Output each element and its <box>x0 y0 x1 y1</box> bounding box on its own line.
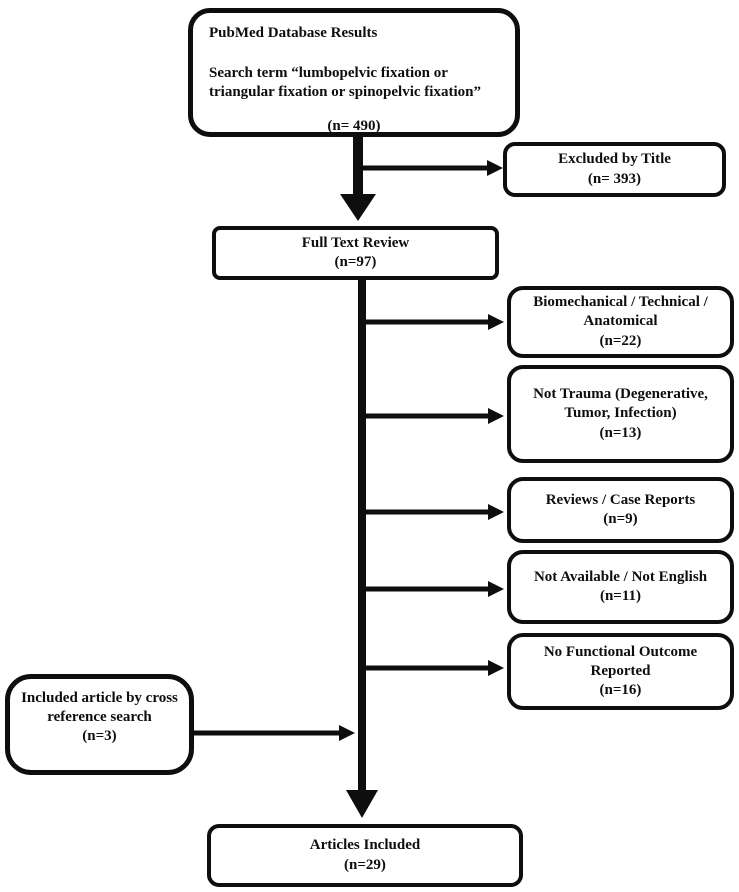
pubmed-results-box: PubMed Database Results Search term “lum… <box>188 8 520 137</box>
excluded-by-title-label: Excluded by Title <box>558 151 671 168</box>
arrow-pubmed-to-fulltext <box>340 136 376 221</box>
pubmed-title: PubMed Database Results <box>209 25 378 41</box>
arrow-branch-excluded-by-title <box>358 160 503 176</box>
biomechanical-label: Biomechanical / Technical / Anatomical <box>533 294 708 330</box>
biomechanical-box: Biomechanical / Technical / Anatomical (… <box>507 286 734 358</box>
arrow-crossref-to-mainline <box>194 725 355 741</box>
articles-included-count: (n=29) <box>344 856 386 873</box>
reviews-case-reports-box: Reviews / Case Reports (n=9) <box>507 477 734 543</box>
pubmed-search-term: Search term “lumbopelvic fixation or tri… <box>209 65 481 101</box>
not-available-box: Not Available / Not English (n=11) <box>507 550 734 624</box>
no-functional-outcome-box: No Functional Outcome Reported (n=16) <box>507 633 734 710</box>
no-functional-outcome-count: (n=16) <box>599 682 642 699</box>
cross-reference-label: Included article by cross reference sear… <box>21 690 178 726</box>
reviews-case-reports-count: (n=9) <box>603 511 638 527</box>
articles-included-label: Articles Included <box>309 837 421 854</box>
not-trauma-label: Not Trauma (Degenerative, Tumor, Infecti… <box>533 386 708 422</box>
reviews-case-reports-label: Reviews / Case Reports <box>545 491 696 508</box>
arrow-fulltext-to-included <box>346 280 378 818</box>
biomechanical-count: (n=22) <box>599 332 642 349</box>
not-available-label: Not Available / Not English <box>533 568 708 585</box>
not-trauma-box: Not Trauma (Degenerative, Tumor, Infecti… <box>507 365 734 463</box>
no-functional-outcome-label: No Functional Outcome Reported <box>543 643 698 679</box>
full-text-review-label: Full Text Review <box>301 234 410 251</box>
articles-included-box: Articles Included (n=29) <box>207 824 523 887</box>
arrow-branch-reviews <box>362 504 504 520</box>
full-text-review-count: (n=97) <box>334 254 377 270</box>
excluded-by-title-count: (n= 393) <box>587 170 642 187</box>
arrow-branch-not-trauma <box>362 408 504 424</box>
pubmed-count: (n= 490) <box>327 118 381 135</box>
not-trauma-count: (n=13) <box>599 424 642 441</box>
excluded-by-title-box: Excluded by Title (n= 393) <box>503 142 726 197</box>
full-text-review-box: Full Text Review (n=97) <box>212 226 499 280</box>
cross-reference-box: Included article by cross reference sear… <box>5 674 194 775</box>
cross-reference-count: (n=3) <box>82 728 117 745</box>
not-available-count: (n=11) <box>599 588 642 604</box>
arrow-branch-not-available <box>362 581 504 597</box>
arrow-branch-biomechanical <box>362 314 504 330</box>
arrow-branch-no-outcome <box>362 660 504 676</box>
